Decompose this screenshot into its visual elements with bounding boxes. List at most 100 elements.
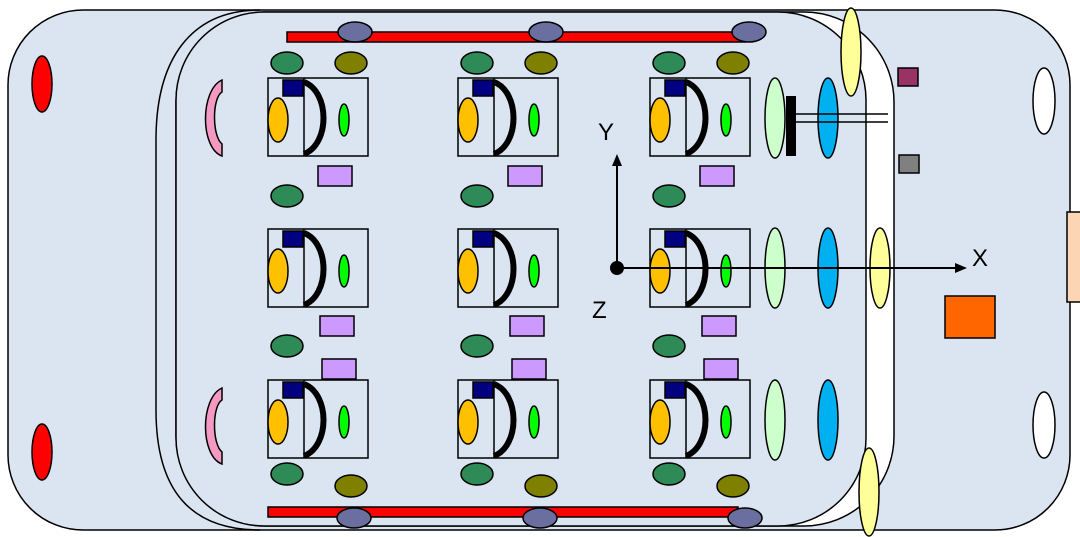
tweeter-bottom (522, 507, 558, 529)
speaker-green-bottom (460, 462, 494, 486)
seat-backrest-curve (302, 230, 327, 308)
wheel-disc-top (840, 7, 862, 97)
seat-headrest-block (664, 79, 686, 97)
seat-backrest-curve (302, 381, 327, 459)
seat-indicator (338, 103, 350, 137)
seat-unit (457, 77, 559, 157)
speaker-green-bottom (270, 462, 304, 486)
speaker-green-mid-upper (652, 184, 686, 208)
seat-backrest-curve (492, 79, 517, 157)
seat-cushion (267, 97, 289, 143)
seat-backrest-curve (492, 381, 517, 459)
tweeter-top (731, 21, 767, 43)
tweeter-top (528, 21, 564, 43)
seat-backrest-curve (684, 381, 709, 459)
seat-unit (267, 228, 369, 308)
seat-unit (649, 77, 751, 157)
pad-lavender-lower (511, 358, 547, 380)
speaker-green-top (270, 51, 304, 75)
rear-light-top (31, 55, 53, 113)
speaker-green-top (652, 51, 686, 75)
seat-headrest-block (664, 230, 686, 248)
seat-cushion (457, 399, 479, 445)
seat-unit (267, 77, 369, 157)
seat-unit (457, 379, 559, 459)
block-purple (897, 67, 919, 87)
seat-headrest-block (282, 381, 304, 399)
rear-mirror-bottom (204, 386, 223, 466)
block-orange (944, 295, 996, 339)
seat-unit (457, 228, 559, 308)
speaker-green-mid-lower (652, 334, 686, 358)
seat-indicator (338, 254, 350, 288)
seat-backrest-curve (492, 230, 517, 308)
origin-dot (610, 261, 624, 275)
speaker-green-mid-lower (270, 334, 304, 358)
speaker-green-mid-upper (270, 184, 304, 208)
seat-headrest-block (282, 79, 304, 97)
rear-mirror-top (204, 78, 223, 158)
block-gray (898, 154, 920, 174)
y-axis-arrowhead (612, 154, 622, 166)
speaker-olive-bottom (334, 474, 368, 498)
seat-indicator (528, 405, 540, 439)
speaker-olive-bottom (716, 474, 750, 498)
seat-cushion (267, 399, 289, 445)
pad-lavender-middle (509, 315, 545, 337)
seat-headrest-block (472, 230, 494, 248)
x-axis-label: X (972, 245, 988, 272)
tweeter-top (337, 21, 373, 43)
pad-lavender-lower (703, 358, 739, 380)
rear-light-bottom (31, 423, 53, 481)
rear-panel-curve (155, 9, 261, 531)
seat-indicator (720, 103, 732, 137)
seat-indicator (528, 103, 540, 137)
seat-cushion (649, 399, 671, 445)
disc-light-green (764, 379, 786, 461)
disc-light-green (764, 77, 786, 159)
seat-headrest-block (472, 79, 494, 97)
pad-lavender-upper (699, 165, 735, 187)
seat-cushion (649, 248, 671, 294)
seat-backrest-curve (684, 79, 709, 157)
seat-headrest-block (282, 230, 304, 248)
seat-backrest-curve (302, 79, 327, 157)
seat-indicator (720, 254, 732, 288)
block-peach (1066, 211, 1080, 303)
tweeter-bottom (336, 507, 372, 529)
seat-indicator (338, 405, 350, 439)
y-axis-label: Y (598, 119, 614, 146)
pad-lavender-lower (321, 358, 357, 380)
speaker-olive-bottom (524, 474, 558, 498)
pad-lavender-upper (317, 165, 353, 187)
seat-cushion (267, 248, 289, 294)
seat-cushion (457, 97, 479, 143)
seat-unit (649, 379, 751, 459)
pad-lavender-upper (507, 165, 543, 187)
seat-cushion (649, 97, 671, 143)
speaker-olive-top (716, 51, 750, 75)
x-axis-arrowhead (955, 263, 967, 273)
speaker-olive-top (334, 51, 368, 75)
seat-unit (267, 379, 369, 459)
speaker-olive-top (524, 51, 558, 75)
speaker-green-mid-lower (460, 334, 494, 358)
tweeter-bottom (727, 507, 763, 529)
seat-headrest-block (664, 381, 686, 399)
speaker-green-mid-upper (460, 184, 494, 208)
headlight-bottom (1032, 391, 1056, 459)
z-axis-label: Z (592, 297, 607, 324)
headlight-top (1032, 67, 1056, 135)
seat-indicator (528, 254, 540, 288)
seat-indicator (720, 405, 732, 439)
speaker-green-bottom (652, 462, 686, 486)
wheel-disc-bottom (858, 447, 880, 537)
speaker-green-top (460, 51, 494, 75)
shaft-flange (786, 96, 796, 156)
disc-cyan (817, 77, 839, 159)
pad-lavender-middle (701, 315, 737, 337)
disc-cyan (817, 379, 839, 461)
seat-cushion (457, 248, 479, 294)
pad-lavender-middle (319, 315, 355, 337)
